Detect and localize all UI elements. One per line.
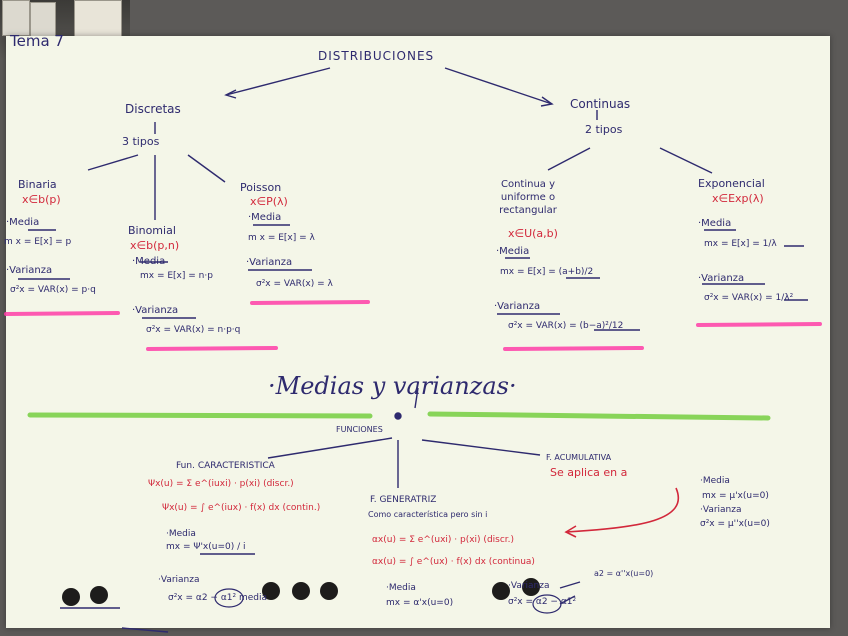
- uniforme-dist: x∈U(a,b): [508, 228, 558, 239]
- binomial-var: σ²x = VAR(x) = n·p·q: [146, 326, 240, 335]
- bottom-arrow: [122, 628, 168, 632]
- highlight-exponencial: [698, 324, 820, 325]
- highlight-uniforme: [505, 348, 642, 349]
- discretas-title: Discretas: [125, 103, 181, 115]
- generatriz-media-label: ·Media: [386, 584, 416, 593]
- continuas-count: 2 tipos: [585, 124, 622, 135]
- acumulativa-media: mx = μ'x(u=0): [702, 492, 769, 501]
- generatriz-var: σ²x = α2 − α1²: [508, 598, 576, 607]
- center-dot: [395, 413, 401, 419]
- arrow-to-continuas: [445, 68, 552, 104]
- exponencial-var-label: ·Varianza: [698, 274, 744, 284]
- caracteristica-f1: Ψx(u) = Σ e^(iuxi) · p(xi) (discr.): [148, 480, 294, 489]
- red-arrow: [566, 488, 678, 532]
- exponencial-name: Exponencial: [698, 178, 765, 189]
- generatriz-note: Como característica pero sin i: [368, 510, 508, 520]
- binomial-media: mx = E[x] = n·p: [140, 272, 213, 281]
- binaria-var: σ²x = VAR(x) = p·q: [10, 286, 96, 295]
- punch-hole: [292, 582, 310, 600]
- binomial-dist: x∈b(p,n): [130, 240, 179, 251]
- generatriz-f2: αx(u) = ∫ e^(ux) · f(x) dx (continua): [372, 558, 535, 567]
- acumulativa-note: Se aplica en a: [550, 467, 627, 478]
- poisson-dist: x∈P(λ): [250, 196, 288, 207]
- generatriz-a2: a2 = α''x(u=0): [594, 570, 653, 578]
- arrow-to-discretas: [226, 68, 330, 95]
- poisson-media-label: ·Media: [248, 213, 281, 223]
- generatriz-title: F. GENERATRIZ: [370, 496, 436, 505]
- small-arrow: [560, 582, 580, 588]
- tema-label: Tema 7: [10, 34, 64, 49]
- binaria-media-label: ·Media: [6, 218, 39, 228]
- generatriz-var-label: ·Varianza: [508, 582, 550, 591]
- exponencial-dist: x∈Exp(λ): [712, 193, 764, 204]
- highlight-binomial: [148, 348, 276, 349]
- caracteristica-var-label: ·Varianza: [158, 576, 200, 585]
- poisson-var-label: ·Varianza: [246, 258, 292, 268]
- discretas-count: 3 tipos: [122, 136, 159, 147]
- binomial-name: Binomial: [128, 225, 176, 236]
- punch-hole: [320, 582, 338, 600]
- binaria-var-label: ·Varianza: [6, 266, 52, 276]
- green-rule-right: [430, 414, 768, 418]
- caracteristica-f2: Ψx(u) = ∫ e^(iux) · f(x) dx (contin.): [162, 504, 320, 513]
- acumulativa-title: F. ACUMULATIVA: [546, 454, 611, 462]
- exponencial-var: σ²x = VAR(x) = 1/λ²: [704, 294, 793, 303]
- binaria-dist: x∈b(p): [22, 194, 61, 205]
- binaria-name: Binaria: [18, 179, 57, 190]
- uniforme-media: mx = E[x] = (a+b)/2: [500, 268, 593, 277]
- highlight-poisson: [252, 302, 368, 303]
- acumulativa-media-label: ·Media: [700, 477, 730, 486]
- highlight-binaria: [6, 313, 118, 314]
- poisson-var: σ²x = VAR(x) = λ: [256, 280, 333, 289]
- branch-acumulativa: [422, 440, 540, 455]
- page-title: DISTRIBUCIONES: [318, 50, 434, 62]
- continuas-title: Continuas: [570, 98, 630, 110]
- funciones-label: FUNCIONES: [336, 426, 383, 434]
- branch-caracteristica: [268, 438, 392, 458]
- green-rule-left: [30, 415, 370, 416]
- medias-varianzas-title: ·Medias y varianzas·: [268, 374, 517, 398]
- punch-hole: [90, 586, 108, 604]
- caracteristica-title: Fun. CARACTERISTICA: [176, 462, 275, 471]
- caracteristica-media: mx = Ψ'x(u=0) / i: [166, 543, 246, 552]
- uniforme-media-label: ·Media: [496, 247, 529, 257]
- binomial-media-label: ·Media: [132, 257, 165, 267]
- generatriz-f1: αx(u) = Σ e^(uxi) · p(xi) (discr.): [372, 536, 514, 545]
- branch-exponencial: [660, 148, 712, 173]
- acumulativa-var-label: ·Varianza: [700, 506, 742, 515]
- binaria-media: m x = E[x] = p: [4, 238, 71, 247]
- branch-binaria: [88, 155, 138, 170]
- poisson-name: Poisson: [240, 182, 281, 193]
- branch-poisson: [188, 155, 225, 182]
- binomial-var-label: ·Varianza: [132, 306, 178, 316]
- poisson-media: m x = E[x] = λ: [248, 234, 315, 243]
- uniforme-var-label: ·Varianza: [494, 302, 540, 312]
- punch-hole: [62, 588, 80, 606]
- branch-uniforme: [548, 148, 590, 170]
- generatriz-media: mx = α'x(u=0): [386, 599, 453, 608]
- caracteristica-media-label: ·Media: [166, 530, 196, 539]
- caracteristica-var: σ²x = α2 − α1² media: [168, 594, 267, 603]
- uniforme-name: Continua y uniforme o rectangular: [478, 178, 578, 217]
- exponencial-media: mx = E[x] = 1/λ: [704, 240, 777, 249]
- acumulativa-var: σ²x = μ''x(u=0): [700, 520, 770, 529]
- uniforme-var: σ²x = VAR(x) = (b−a)²/12: [508, 322, 623, 331]
- exponencial-media-label: ·Media: [698, 219, 731, 229]
